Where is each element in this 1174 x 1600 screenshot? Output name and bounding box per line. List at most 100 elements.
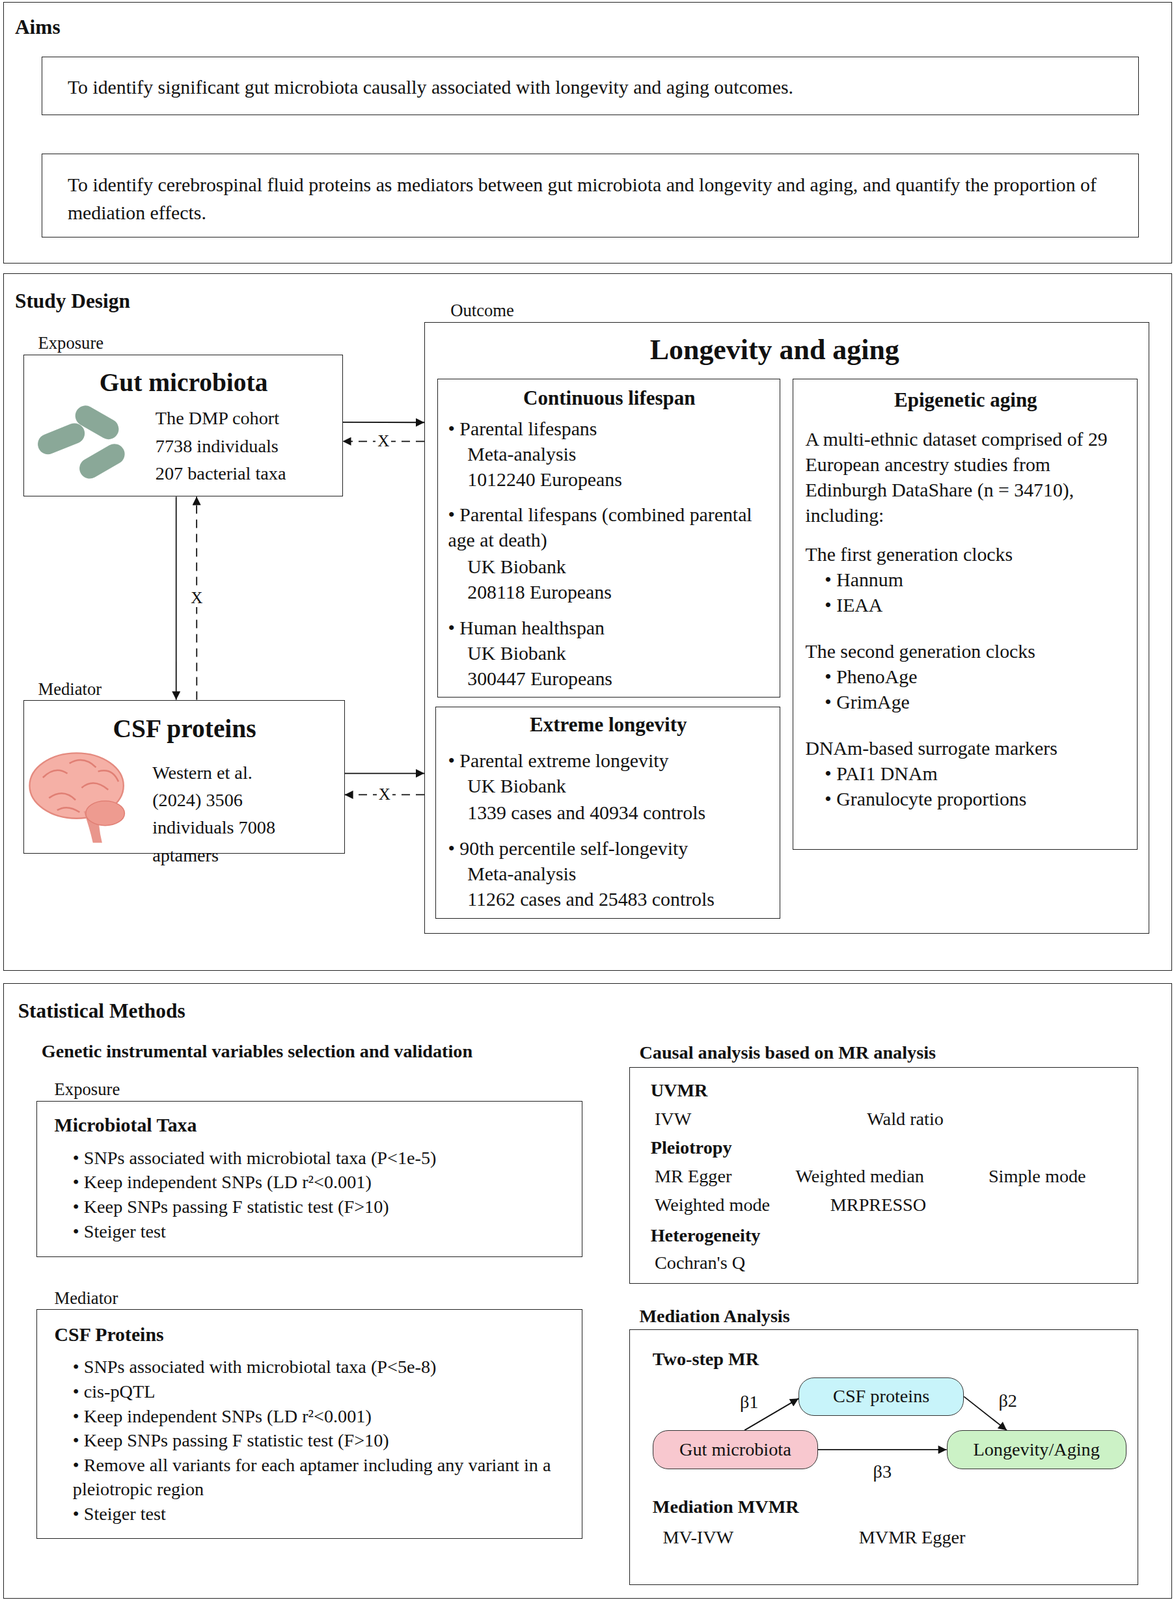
label-text: • Keep independent SNPs (LD r²<0.001) <box>72 1170 372 1194</box>
edge-label: β3 <box>871 1461 894 1483</box>
label-text: Simple mode <box>988 1164 1087 1188</box>
brain-cerebellum <box>85 801 125 826</box>
label-text: • SNPs associated with microbiotal taxa … <box>72 1355 437 1379</box>
label-text: • Hannum <box>824 567 904 592</box>
content-box: Mediation AnalysisTwo-step MRMediation M… <box>629 1329 1138 1585</box>
label-text: 300447 Europeans <box>467 666 613 691</box>
label-text: Microbiotal Taxa <box>54 1112 198 1137</box>
label-text: Causal analysis based on MR analysis <box>639 1041 936 1065</box>
bacterium <box>71 402 123 444</box>
label-text: Exposure <box>37 332 104 355</box>
section-panel: AimsTo identify significant gut microbio… <box>3 1 1173 264</box>
label-text: Epigenetic aging <box>793 385 1139 414</box>
edge-label: X <box>376 785 393 804</box>
edge-label: β2 <box>996 1390 1019 1412</box>
label-text: Longevity/Aging <box>947 1431 1126 1469</box>
label-text: • Parental lifespans <box>447 416 597 441</box>
label-text: Mediator <box>54 1287 119 1310</box>
label-text: Exposure <box>54 1078 121 1101</box>
label-text: • SNPs associated with microbiotal taxa … <box>72 1146 437 1170</box>
label-text: UVMR <box>650 1078 709 1102</box>
content-box: ExposureGut microbiotaThe DMP cohort 773… <box>23 354 343 497</box>
label-text: MR Egger <box>654 1164 732 1188</box>
label-text: A multi-ethnic dataset comprised of 29 E… <box>805 426 1135 529</box>
bacteria-icon <box>34 402 129 483</box>
label-text: • 90th percentile self-longevity <box>447 836 688 861</box>
label-text: CSF proteins <box>24 711 346 748</box>
label-text: Weighted median <box>795 1164 925 1188</box>
label-text: • Keep SNPs passing F statistic test (F>… <box>72 1195 390 1219</box>
label-text: MV-IVW <box>663 1526 735 1549</box>
dashed-connector <box>342 440 425 442</box>
label-text: Meta-analysis <box>467 441 576 466</box>
connector <box>744 1398 799 1431</box>
label-text: Gut microbiota <box>24 365 344 401</box>
label-text: • IEAA <box>824 592 883 617</box>
label-text: 11262 cases and 25483 controls <box>467 887 715 912</box>
label-text: Cochran's Q <box>654 1251 746 1275</box>
rounded-node: Gut microbiota <box>652 1430 819 1470</box>
content-box: OutcomeLongevity and agingContinuous lif… <box>424 322 1150 934</box>
connector <box>963 1396 1007 1431</box>
label-text: Meta-analysis <box>467 861 576 886</box>
label-text: Mediation Analysis <box>639 1304 790 1328</box>
label-text: 1339 cases and 40934 controls <box>467 800 706 825</box>
label-text: The first generation clocks <box>805 542 1014 567</box>
label-text: Wald ratio <box>866 1107 944 1131</box>
section-panel: Study DesignExposureGut microbiotaThe DM… <box>3 273 1173 971</box>
label-text: Heterogeneity <box>650 1224 761 1247</box>
label-text: CSF Proteins <box>54 1322 164 1347</box>
label-text: Western et al. (2024) 3506 individuals 7… <box>152 759 298 870</box>
content-box: MediatorCSF proteinsWestern et al. (2024… <box>23 700 345 855</box>
label-text: Continuous lifespan <box>437 383 781 412</box>
section-panel: Statistical MethodsGenetic instrumental … <box>3 983 1173 1599</box>
content-box: Extreme longevity• Parental extreme long… <box>435 706 781 919</box>
label-text: Longevity and aging <box>424 332 1125 369</box>
label-text: To identify cerebrospinal fluid proteins… <box>67 171 1099 227</box>
label-text: • Remove all variants for each aptamer i… <box>72 1453 574 1502</box>
label-text: Outcome <box>450 300 515 322</box>
rounded-node: CSF proteins <box>798 1377 964 1417</box>
label-text: CSF proteins <box>799 1378 964 1417</box>
label-text: The DMP cohort 7738 individuals 207 bact… <box>155 404 299 488</box>
content-box: To identify significant gut microbiota c… <box>41 56 1139 115</box>
label-text: • PAI1 DNAm <box>824 761 938 786</box>
label-text: • PhenoAge <box>824 664 917 689</box>
label-text: UK Biobank <box>467 773 566 798</box>
dashed-connector <box>344 794 425 796</box>
label-text: Pleiotropy <box>650 1136 733 1160</box>
label-text: UK Biobank <box>467 641 566 666</box>
content-box: To identify cerebrospinal fluid proteins… <box>41 153 1139 238</box>
label-text: • Keep independent SNPs (LD r²<0.001) <box>72 1405 372 1428</box>
label-text: The second generation clocks <box>805 639 1036 664</box>
rounded-node: Longevity/Aging <box>946 1430 1127 1470</box>
bacterium <box>75 439 129 483</box>
label-text: Genetic instrumental variables selection… <box>41 1039 473 1063</box>
connector <box>175 496 178 700</box>
content-box: Epigenetic aging A multi-ethnic dataset c… <box>792 378 1138 850</box>
label-text: • Parental lifespans (combined parental … <box>447 501 773 553</box>
label-text: • cis-pQTL <box>72 1380 156 1404</box>
brain-icon <box>29 752 125 843</box>
content-box: MediatorCSF Proteins• SNPs associated wi… <box>36 1309 583 1540</box>
edge-label: X <box>188 588 205 608</box>
label-text: 208118 Europeans <box>467 579 612 604</box>
dashed-connector <box>195 496 198 700</box>
content-box: Continuous lifespan • Parental lifespansM… <box>437 378 781 697</box>
label-text: UK Biobank <box>467 554 566 579</box>
label-text: • Human healthspan <box>447 615 604 640</box>
edge-label: β1 <box>737 1392 761 1413</box>
edge-label: X <box>375 432 392 451</box>
label-text: • Steiger test <box>72 1502 166 1526</box>
label-text: Gut microbiota <box>653 1431 818 1469</box>
label-text: MRPRESSO <box>830 1193 927 1217</box>
label-text: Statistical Methods <box>18 998 186 1024</box>
label-text: DNAm-based surrogate markers <box>805 736 1058 761</box>
label-text: • Keep SNPs passing F statistic test (F>… <box>72 1429 390 1452</box>
connector <box>818 1449 947 1451</box>
label-text: IVW <box>654 1107 692 1131</box>
label-text: • Steiger test <box>72 1220 166 1243</box>
label-text: Mediator <box>37 678 102 701</box>
